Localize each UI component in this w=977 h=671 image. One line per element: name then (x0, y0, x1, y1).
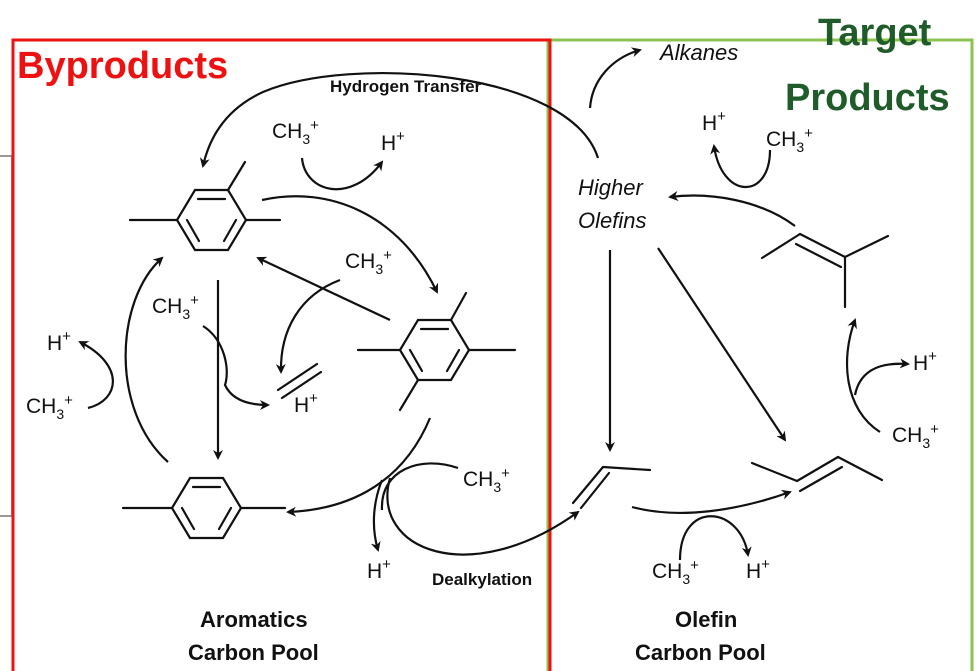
methyl-cation-label: CH3+ (152, 292, 199, 322)
hydrogen-transfer-arrow (199, 72, 600, 168)
proton-text: H+ (47, 328, 71, 355)
methyl-cation-label: CH3+ (766, 125, 813, 155)
methyl-cation-text: CH3+ (766, 125, 813, 155)
methyl-cation-text: CH3+ (345, 247, 392, 277)
ethylene-formation-arrow-left (202, 325, 270, 410)
alkanes-label: Alkanes (658, 40, 738, 65)
methyl-cation-text: CH3+ (463, 465, 510, 495)
olefin-pool-label-line1: Olefin (675, 607, 737, 632)
higher-olefins-label-line2: Olefins (578, 208, 646, 233)
proton-release-arrow-left (78, 341, 114, 410)
methyl-cation-text: CH3+ (272, 117, 319, 147)
propylene-molecule (571, 465, 652, 510)
proton-label: H+ (381, 128, 405, 155)
dealkylation-label: Dealkylation (432, 570, 532, 589)
methyl-cation-text: CH3+ (652, 557, 699, 587)
proton-text: H+ (702, 108, 726, 135)
aromatics-pool-label-line1: Aromatics (200, 607, 308, 632)
methylation-arrow-olefin-right (845, 318, 881, 433)
methyl-cation-text: CH3+ (26, 392, 73, 422)
dealkylation-arrow (386, 477, 580, 556)
hydrogen-transfer-label: Hydrogen Transfer (330, 77, 482, 96)
methyl-cation-text: CH3+ (152, 292, 199, 322)
demethylation-arrow (286, 417, 432, 517)
target-products-region (546, 38, 974, 671)
methylation-arrow-olefin (631, 490, 792, 515)
left-cycle-arrow (124, 256, 169, 463)
dealkylation-methyl-arrow (380, 462, 459, 511)
proton-label: H+ (47, 328, 71, 355)
byproducts-region (11, 38, 552, 671)
aromatics-pool-label-line2: Carbon Pool (188, 640, 319, 665)
proton-text: H+ (913, 348, 937, 375)
cracking-arrow-butene (657, 247, 787, 442)
higher-olefins-label-line1: Higher (578, 175, 644, 200)
tetramethylbenzene-molecule (356, 291, 517, 412)
right-to-top-ring-arrow (256, 256, 391, 321)
olefin-pool-label-line2: Carbon Pool (635, 640, 766, 665)
methyl-cation-label: CH3+ (272, 117, 319, 147)
dealkylation-proton-arrow (370, 479, 384, 552)
methyl-cation-label: CH3+ (463, 465, 510, 495)
branched-olefin-molecule (760, 232, 890, 309)
butene-molecule (750, 455, 884, 493)
proton-label: H+ (702, 108, 726, 135)
ethylene-formation-arrow-right (275, 278, 341, 374)
oligomerization-arrow (668, 191, 796, 227)
byproducts-title: Byproducts (17, 45, 228, 87)
proton-label: H+ (913, 348, 937, 375)
proton-release-arrow-right (853, 358, 910, 396)
alkanes-arrow (588, 47, 642, 109)
xylene-molecule (121, 476, 287, 540)
proton-label: H+ (367, 556, 391, 583)
target-title-line1: Target (818, 12, 932, 54)
proton-text: H+ (381, 128, 405, 155)
methyl-cation-label: CH3+ (26, 392, 73, 422)
methyl-cation-label: CH3+ (652, 557, 699, 587)
methyl-cation-label: CH3+ (892, 421, 939, 451)
methyl-cation-label: CH3+ (345, 247, 392, 277)
proton-text: H+ (294, 390, 318, 417)
target-title-line2: Products (785, 77, 950, 119)
proton-release-arrow-top (300, 157, 384, 191)
proton-text: H+ (367, 556, 391, 583)
methylation-arrow-top (261, 195, 439, 294)
methyl-cation-text: CH3+ (892, 421, 939, 451)
proton-label: H+ (294, 390, 318, 417)
proton-release-arrow-olefin-top (710, 144, 772, 188)
proton-text: H+ (746, 556, 770, 583)
trimethylbenzene-molecule (128, 160, 282, 252)
proton-label: H+ (746, 556, 770, 583)
side-panel-edge (0, 155, 13, 517)
proton-release-arrow-olefin-bottom (678, 515, 752, 561)
ethylene-molecule (276, 362, 323, 400)
